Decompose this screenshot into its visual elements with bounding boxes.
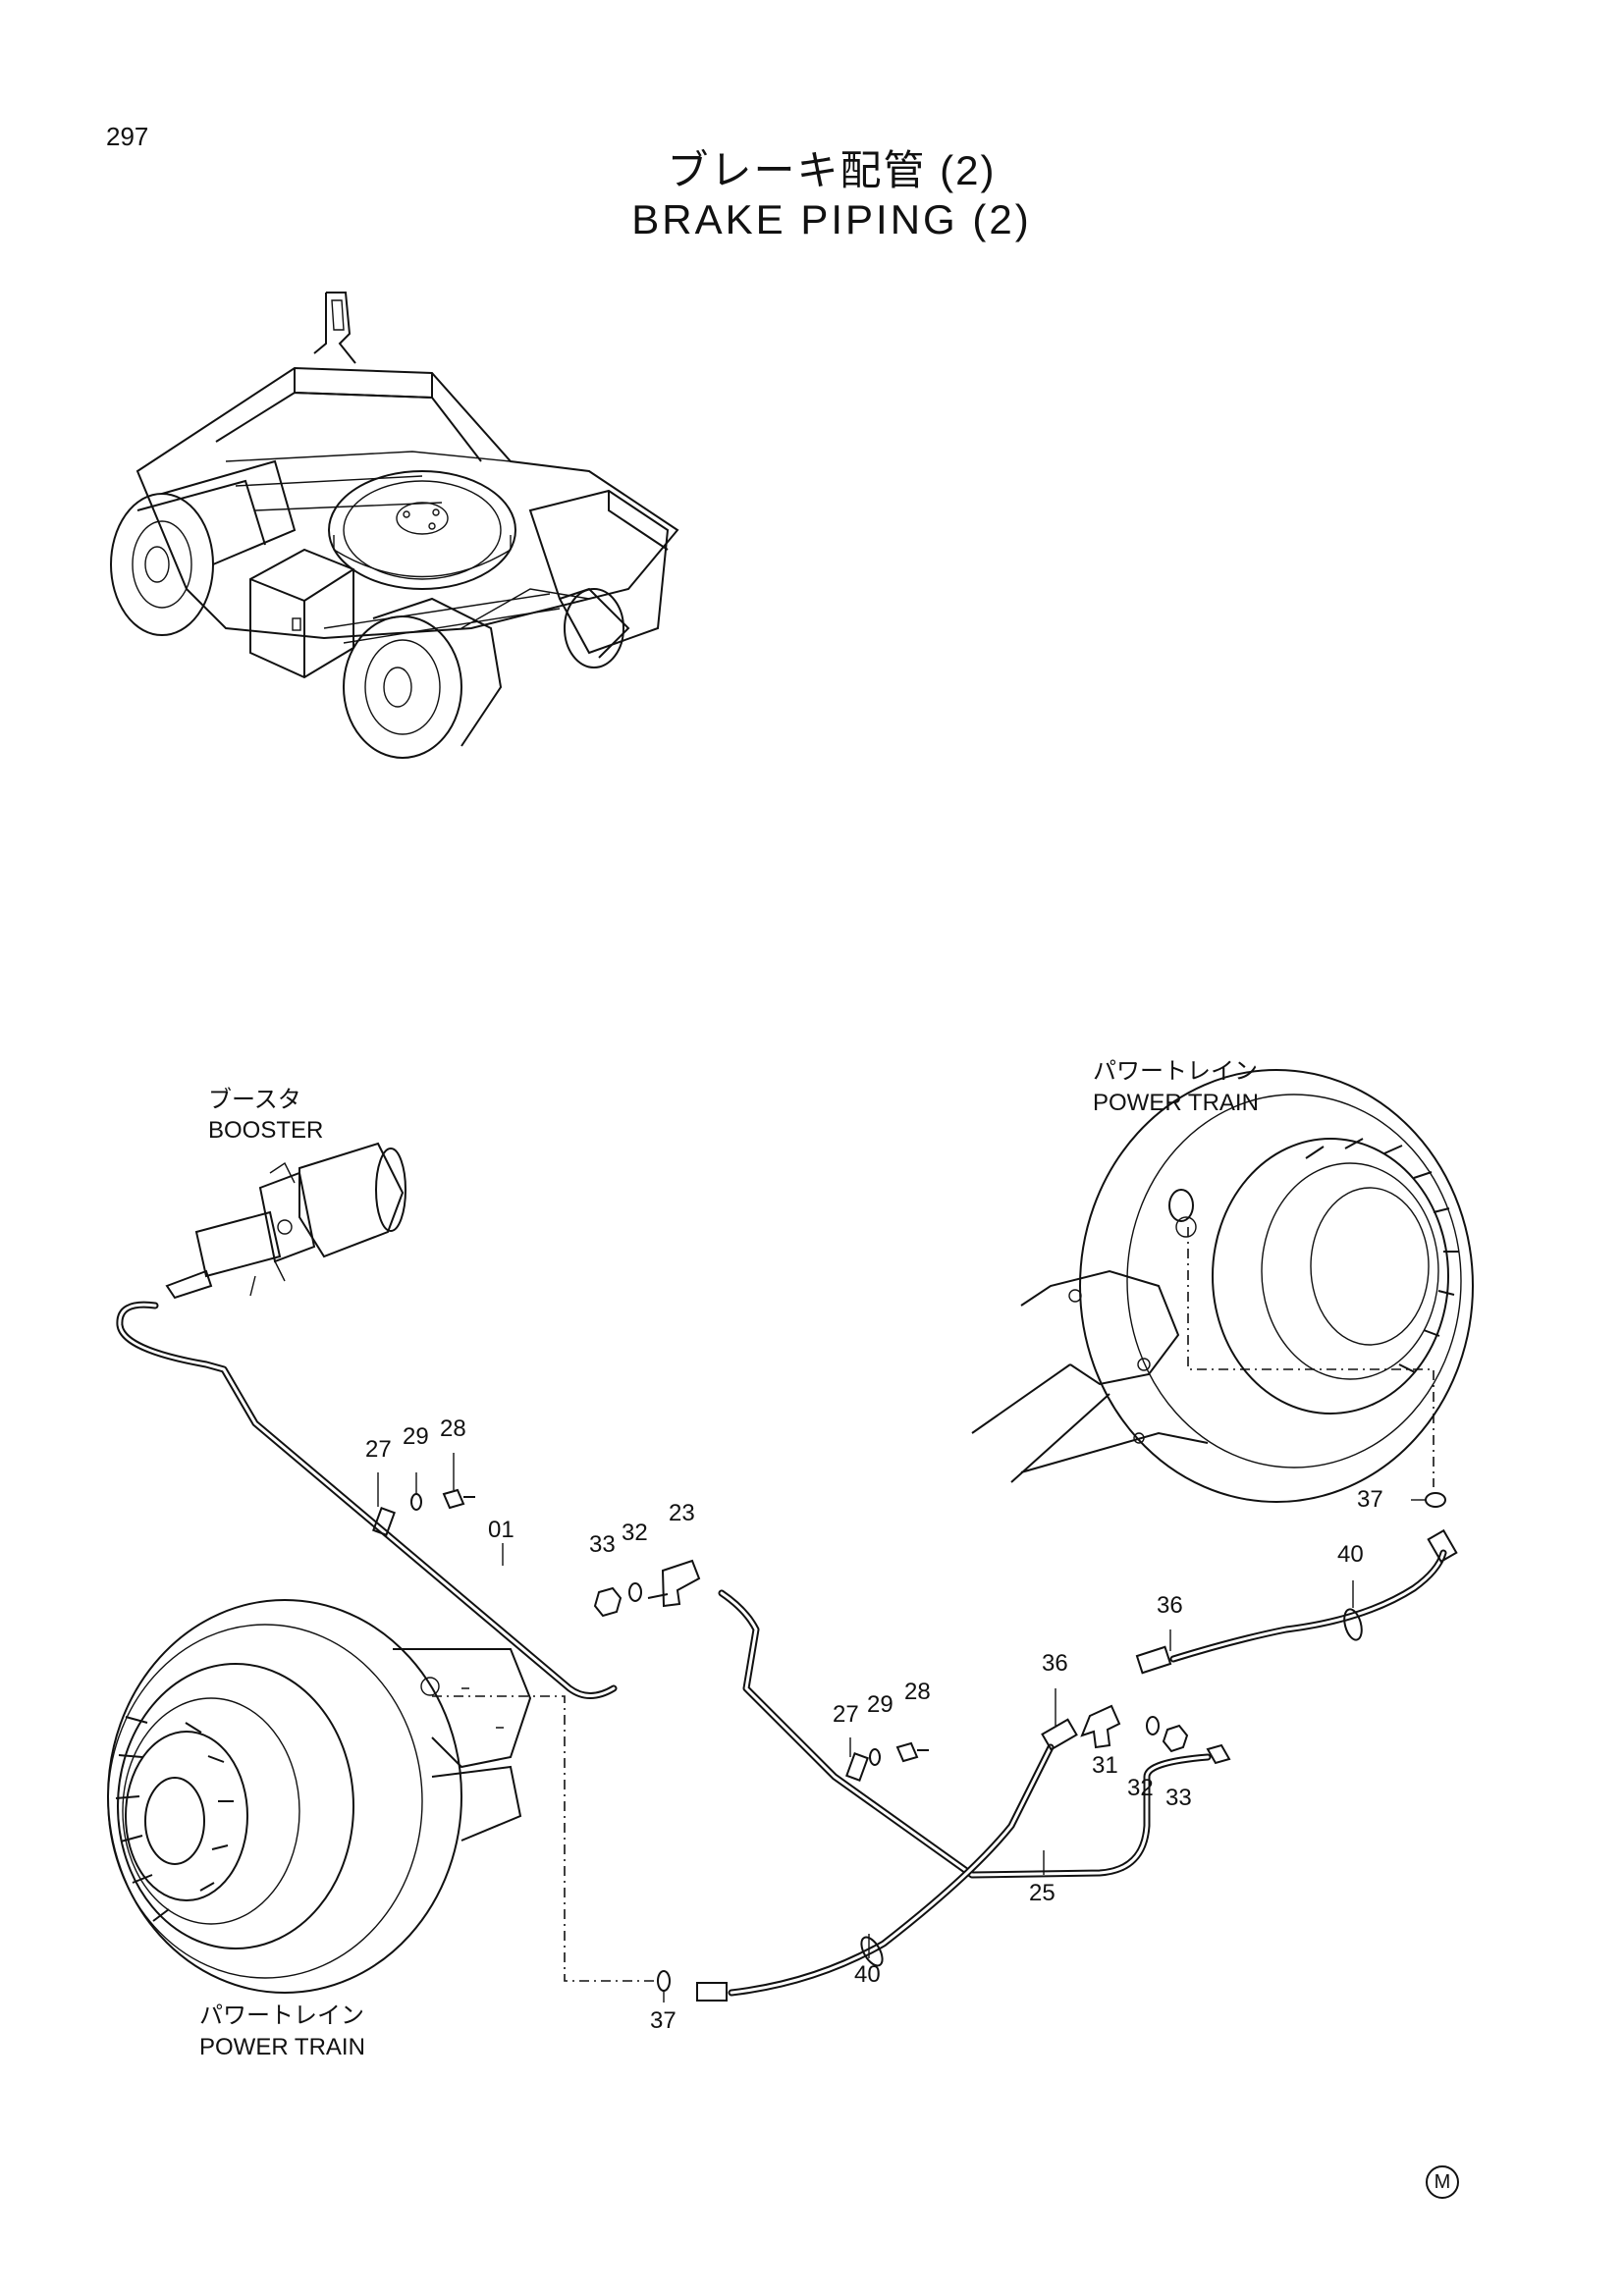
callout-36: 36	[1042, 1650, 1068, 1677]
machine-overview-sketch	[110, 292, 679, 759]
callout-33: 33	[1165, 1785, 1192, 1811]
page-title-japanese: ブレーキ配管 (2)	[667, 147, 997, 193]
power-train-right-label-jp: パワートレイン	[1093, 1058, 1258, 1085]
callout-36: 36	[1157, 1592, 1183, 1619]
callout-29: 29	[403, 1423, 429, 1450]
callout-01: 01	[488, 1517, 514, 1543]
callout-32: 32	[622, 1520, 648, 1546]
callout-33: 33	[589, 1531, 616, 1558]
callout-28: 28	[904, 1679, 931, 1705]
circled-m-mark: M	[1426, 2165, 1459, 2199]
callout-37: 37	[1357, 1486, 1383, 1513]
callout-31: 31	[1092, 1752, 1118, 1779]
power-train-right-drawing	[971, 1069, 1474, 1508]
booster-label-jp: ブースタ	[208, 1087, 301, 1113]
callout-40: 40	[1337, 1541, 1364, 1568]
callout-23: 23	[669, 1500, 695, 1526]
callout-28: 28	[440, 1415, 466, 1442]
callout-37: 37	[650, 2007, 677, 2034]
callout-25: 25	[1029, 1880, 1056, 1906]
power-train-right-label-en: POWER TRAIN	[1093, 1090, 1259, 1116]
callout-32: 32	[1127, 1775, 1154, 1801]
booster-drawing	[165, 1142, 406, 1300]
power-train-left-label-jp: パワートレイン	[199, 2002, 364, 2029]
fittings	[372, 1488, 1458, 2002]
page-title-english: BRAKE PIPING (2)	[631, 196, 1032, 242]
power-train-left-label-en: POWER TRAIN	[199, 2034, 365, 2060]
callout-29: 29	[867, 1691, 893, 1718]
power-train-left-drawing	[107, 1599, 671, 1994]
brake-tubes	[116, 1301, 1447, 1997]
page-number: 297	[106, 122, 149, 151]
callout-27: 27	[365, 1436, 392, 1463]
callout-27: 27	[833, 1701, 859, 1728]
callout-40: 40	[854, 1961, 881, 1988]
booster-label-en: BOOSTER	[208, 1117, 324, 1144]
callout-leaders	[377, 1453, 1426, 2002]
